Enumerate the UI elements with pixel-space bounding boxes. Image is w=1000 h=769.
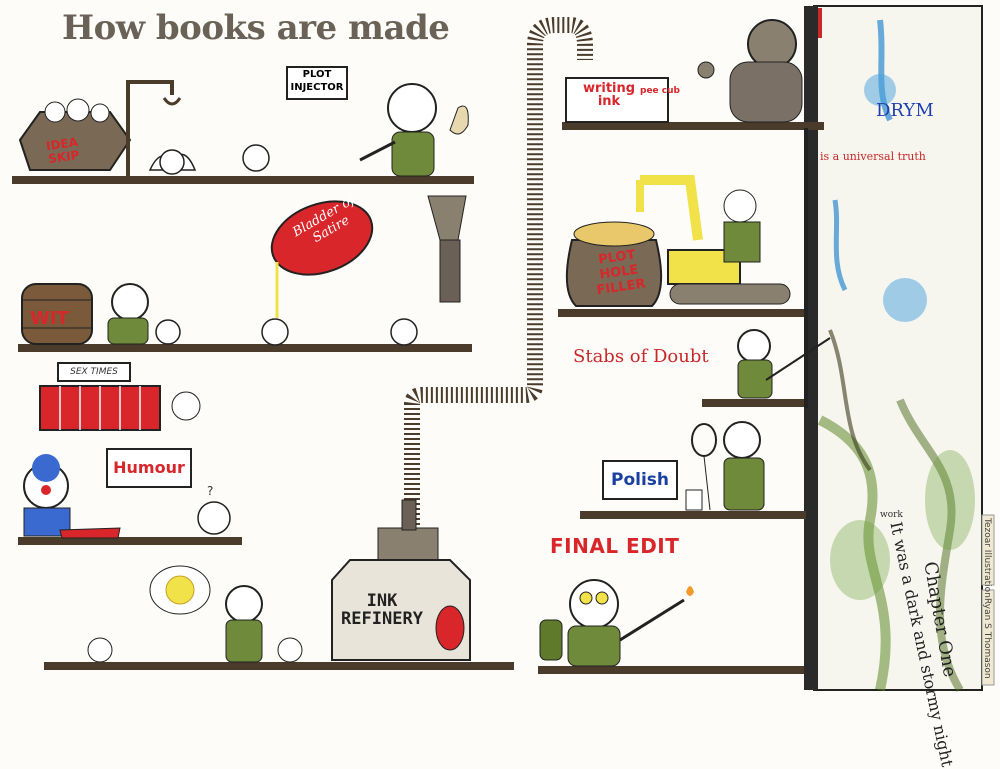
sun-thought — [149, 565, 211, 615]
final-edit-welder — [539, 579, 694, 667]
writing-ink-crate — [565, 77, 669, 123]
stabs-of-doubt-label: Stabs of Doubt — [573, 346, 709, 367]
manuscript-text-5: work — [880, 510, 903, 520]
wit-barrel — [21, 283, 93, 345]
humour-head — [197, 501, 231, 535]
wit-label: WIT — [30, 308, 69, 329]
wit-worker — [107, 283, 149, 345]
ink-pipe — [404, 17, 593, 530]
studio-credit: Tezoar Illustration — [982, 518, 992, 598]
page-title: How books are made — [62, 8, 450, 48]
plot-injector-worker — [359, 83, 469, 177]
polish-worker — [685, 421, 765, 511]
sex-times-label: SEX TIMES — [57, 362, 131, 382]
shelf-2-heads — [155, 318, 418, 346]
eggs — [148, 144, 270, 175]
clown — [23, 454, 121, 539]
stabs-worker — [737, 329, 831, 399]
humour-sign: Humour — [106, 448, 192, 488]
illustration-scene — [12, 5, 995, 693]
manuscript-panel — [804, 5, 995, 693]
manuscript-text-2: is a universal truth — [820, 150, 926, 163]
writing-ink-label: writing ink — [582, 81, 636, 109]
polish-sign: Polish — [602, 460, 678, 500]
crane — [126, 80, 182, 176]
manuscript-text-1: DRYM — [876, 100, 934, 121]
plot-injector-sign: PLOT INJECTOR — [286, 66, 348, 100]
plot-hole-filler-label: PLOT HOLE FILLER — [595, 247, 647, 299]
artist-credit: Ryan S Thomason — [982, 598, 992, 679]
idea-skip — [18, 98, 132, 171]
gorilla — [697, 19, 803, 123]
ink-worker — [87, 585, 303, 663]
bladder-of-satire — [270, 200, 374, 318]
nozzle — [427, 195, 467, 303]
plot-hole-filler-sack — [565, 221, 663, 307]
ink-refinery — [331, 499, 471, 661]
pen-pub-label: pee cub — [640, 86, 680, 96]
sex-times-crate — [39, 385, 201, 431]
final-edit-label: FINAL EDIT — [550, 534, 680, 558]
ink-refinery-label: INK REFINERY — [341, 591, 423, 629]
excavator — [636, 175, 791, 305]
question-mark: ? — [207, 484, 214, 498]
shelves — [12, 122, 824, 674]
